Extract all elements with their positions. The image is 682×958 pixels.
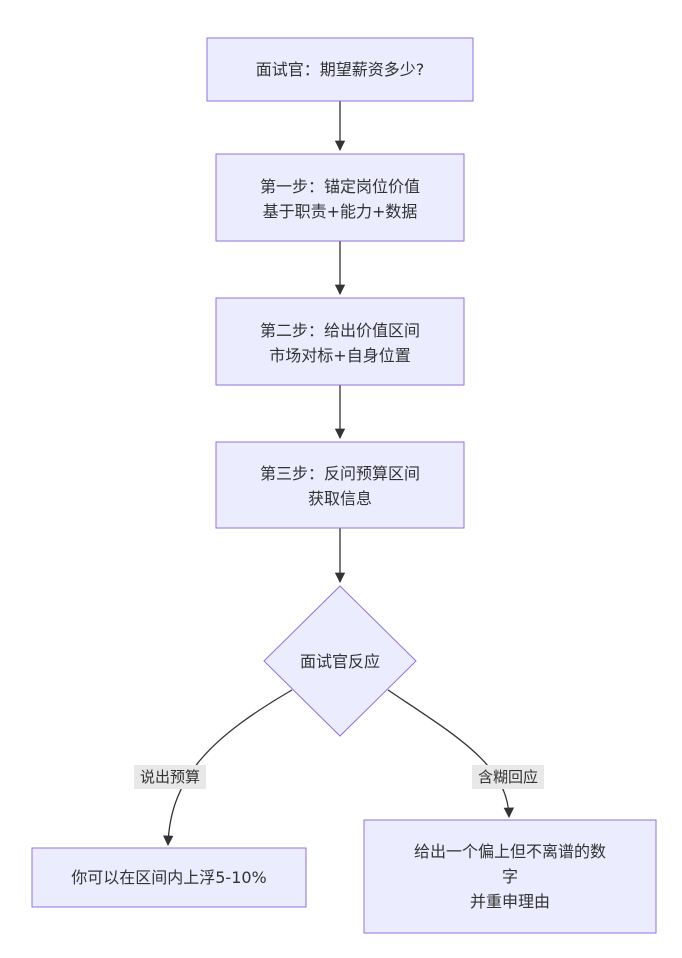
edge-label-budget-text: 说出预算 bbox=[140, 768, 200, 786]
edge-react-budget bbox=[163, 689, 293, 847]
edges bbox=[163, 101, 515, 847]
node-step1-line-1: 第一步：锚定岗位价值 bbox=[260, 177, 420, 196]
edge-react-vague bbox=[387, 689, 515, 819]
node-vague-line-1: 给出一个偏上但不离谱的数 bbox=[414, 842, 606, 861]
node-budget-line-1: 你可以在区间内上浮5-10% bbox=[71, 868, 267, 887]
node-step1: 第一步：锚定岗位价值 基于职责+能力+数据 bbox=[215, 153, 465, 242]
node-step2-line-1: 第二步：给出价值区间 bbox=[260, 321, 420, 340]
node-vague: 给出一个偏上但不离谱的数 字 并重申理由 bbox=[363, 819, 657, 934]
node-ask: 面试官：期望薪资多少? bbox=[206, 37, 474, 102]
edge-label-vague-text: 含糊回应 bbox=[478, 768, 538, 786]
node-step3: 第三步：反问预算区间 获取信息 bbox=[215, 441, 465, 529]
node-vague-line-3: 并重申理由 bbox=[470, 892, 550, 911]
node-step1-line-2: 基于职责+能力+数据 bbox=[263, 202, 418, 221]
edge-label-budget: 说出预算 bbox=[134, 765, 206, 789]
node-budget: 你可以在区间内上浮5-10% bbox=[31, 847, 307, 908]
node-vague-line-2: 字 bbox=[502, 867, 518, 886]
node-step3-line-1: 第三步：反问预算区间 bbox=[260, 464, 420, 483]
node-react: 面试官反应 bbox=[263, 585, 417, 737]
node-react-line-1: 面试官反应 bbox=[300, 652, 380, 671]
node-step2-line-2: 市场对标+自身位置 bbox=[269, 346, 410, 365]
edge-label-vague: 含糊回应 bbox=[472, 765, 544, 789]
node-step2: 第二步：给出价值区间 市场对标+自身位置 bbox=[215, 297, 465, 386]
node-ask-line-1: 面试官：期望薪资多少? bbox=[256, 60, 425, 79]
node-step3-line-2: 获取信息 bbox=[308, 489, 372, 508]
